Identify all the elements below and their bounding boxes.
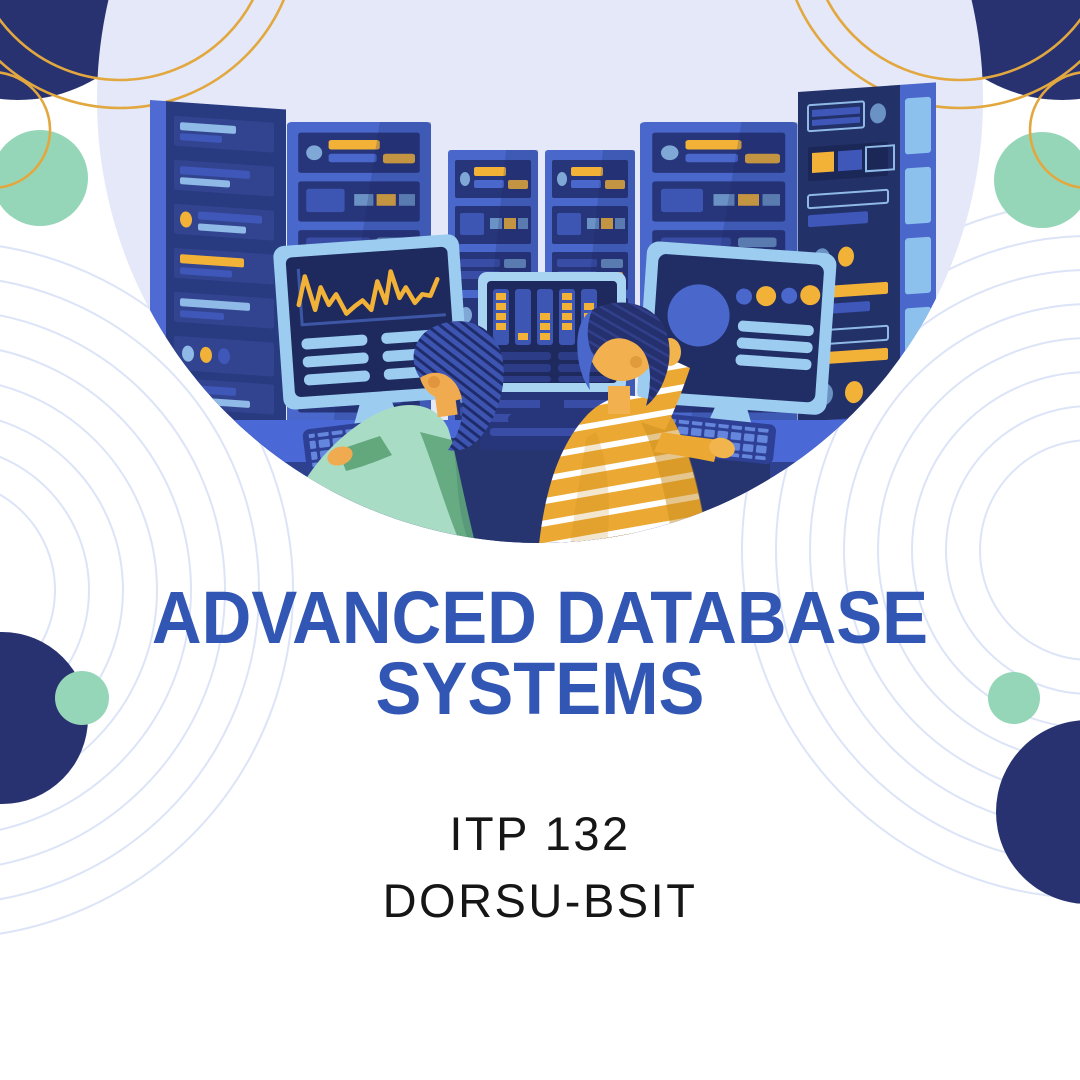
mint-circle-top-left	[0, 130, 88, 226]
course-title: ADVANCED DATABASE SYSTEMS	[151, 576, 929, 730]
rings-right	[741, 201, 1080, 899]
program-name: DORSU-BSIT	[382, 874, 698, 927]
mint-circle-bottom-left	[55, 671, 109, 725]
navy-circle-bottom-right	[996, 720, 1080, 904]
gold-rings-top-right	[794, 0, 1080, 189]
navy-circle-bottom-left	[0, 632, 88, 804]
mint-circle-top-right	[994, 132, 1080, 228]
course-code: ITP 132	[449, 807, 631, 860]
gold-rings-top-left	[0, 0, 286, 189]
course-meta: ITP 132 DORSU-BSIT	[0, 800, 1080, 934]
mint-circle-bottom-right	[988, 672, 1040, 724]
rings-left	[0, 245, 294, 935]
